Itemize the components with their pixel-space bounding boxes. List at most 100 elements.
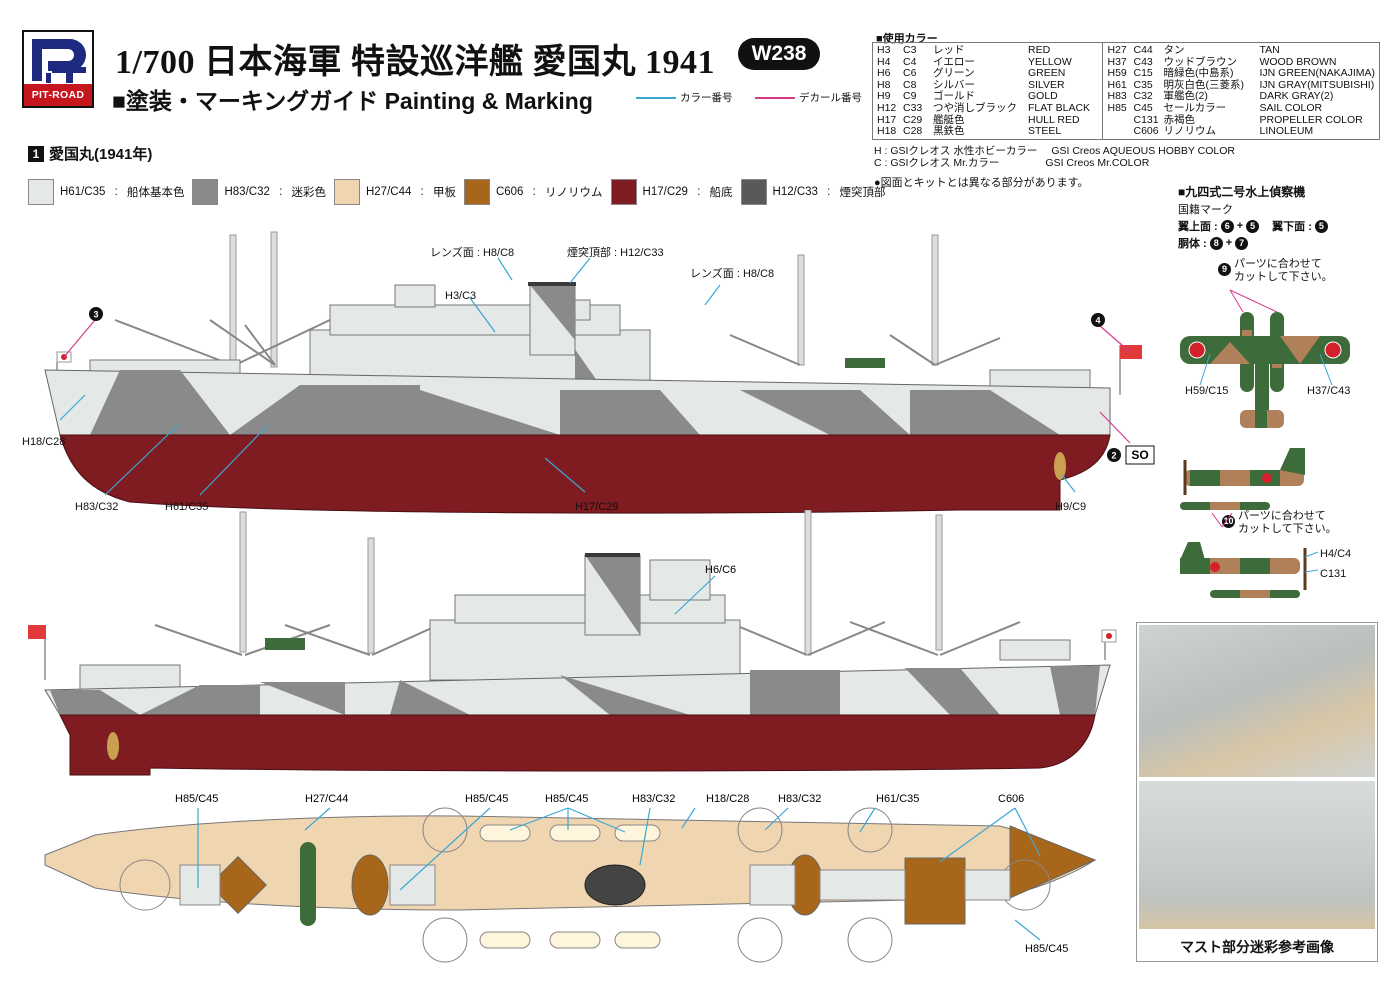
swatch-box [28,179,54,205]
color-h: H61 [1107,78,1127,91]
color-en: STEEL [1028,125,1062,138]
callout-deck: H85/C45 [1025,943,1068,955]
decal-number-icon [1107,448,1121,462]
callout-deck: H27/C44 [305,793,348,805]
legend-color-number: カラー番号 [636,90,733,105]
decal-9-note: 9 パーツに合わせてカットして下さい。 [1218,258,1333,284]
color-c: C45 [1133,101,1153,114]
decal-so-box [1125,445,1155,465]
callout-h37: H37/C43 [1307,385,1351,397]
callout-deck: H61/C35 [876,793,919,805]
page-title: 1/700 日本海軍 特設巡洋艦 愛国丸 1941 [115,44,715,81]
color-h: H85 [1107,101,1127,114]
callout-leader [1199,353,1211,386]
decal-leader [1229,289,1278,313]
color-en: WOOD BROWN [1259,55,1337,68]
color-h: H27 [1107,44,1127,56]
product-code-badge: W238 [738,38,820,70]
color-c: C43 [1133,55,1153,68]
color-jp: 暗緑色(中島系) [1163,67,1234,80]
color-en: IJN GRAY(MITSUBISHI) [1259,78,1375,91]
color-jp: リノリウム [1163,125,1216,138]
linoleum-platform [351,854,389,916]
color-c: C33 [903,101,923,114]
photo-caption: マスト部分迷彩参考画像 [1180,939,1334,955]
hull-bottom [59,434,1111,514]
ship-profile-starboard: 3 4 2 SO レンズ面 : H8/C8 煙突頂部 : H12/C33 H3/… [22,231,1155,514]
color-jp: ゴールド [933,90,975,103]
legend-label: カラー番号 [680,92,733,104]
warning-note: ●図面とキットとは異なる部分があります。 [874,177,1089,189]
callout-h6: H6/C6 [705,564,736,576]
callout-funnel-top: 煙突頂部 : H12/C33 [567,245,664,259]
swatch-box [192,179,219,205]
callout-leader [674,575,716,615]
reference-photo-1 [1139,625,1375,777]
pink-line-icon [755,96,795,99]
color-c: C4 [903,55,917,68]
callout-h3: H3/C3 [445,290,476,302]
funnel-top-view [584,864,646,906]
callout-h59: H59/C15 [1185,385,1229,397]
decal-number-icon [89,307,103,321]
color-en: HULL RED [1028,113,1080,126]
ensign-flag-icon [28,625,46,639]
section-heading: 1 愛国丸(1941年) [28,143,152,164]
color-en: PROPELLER COLOR [1259,113,1363,126]
callout-h17: H17/C29 [575,501,618,513]
callout-lens-1: レンズ面 : H8/C8 [430,245,514,259]
aircraft-title: ■九四式二号水上偵察機 [1178,185,1306,199]
decal-number-icon: 5 [1314,219,1328,233]
insignia-label: 国籍マーク [1178,204,1233,216]
blue-line-icon [636,96,676,99]
callout-deck: H85/C45 [545,793,588,805]
color-c: C44 [1133,44,1153,56]
callout-h9: H9/C9 [1055,501,1086,513]
color-c: C8 [903,78,917,91]
callout-h18: H18/C28 [22,436,65,448]
color-jp: ウッドブラウン [1163,55,1237,68]
lifeboats [479,824,661,949]
color-h: H3 [877,44,891,56]
color-c: C3 [903,44,917,56]
aircraft-drawings [1180,289,1350,598]
superstructure [79,559,1071,691]
color-en: RED [1028,44,1051,56]
funnel-top [585,553,640,557]
color-en: LINOLEUM [1259,125,1314,138]
callout-leaders [59,257,1076,496]
mast-reference-photo-panel: マスト部分迷彩参考画像 [1136,622,1378,962]
reference-photo-2 [1139,781,1375,929]
funnel-top [528,282,576,286]
callout-leaders [197,807,1041,941]
color-h: H17 [877,113,897,126]
color-table-row: H3 C3 レッド RED [877,44,1098,57]
legend-decal-number: デカール番号 [755,90,862,105]
pit-road-logo: PIT-ROAD [22,30,94,108]
decal-number-icon: 8 [1209,236,1223,250]
swatch-camo: H83/C32 : 迷彩色 [192,179,326,205]
color-h [1107,115,1133,127]
color-en: GREEN [1028,67,1066,80]
callout-deck: H18/C28 [706,793,749,805]
color-h: H18 [877,125,897,138]
color-h [1107,126,1133,138]
swatch-box [333,179,360,205]
bow-linoleum [1009,825,1097,899]
color-c: C15 [1133,67,1153,80]
linoleum-platform [209,856,267,914]
deck-plan: H85/C45 H27/C44 H85/C45 H85/C45 H83/C32 … [44,793,1097,963]
color-jp: 赤褐色 [1163,113,1195,126]
color-jp: レッド [933,44,965,56]
fuselage-insignia: 胴体 : 8+7 [1178,235,1249,251]
